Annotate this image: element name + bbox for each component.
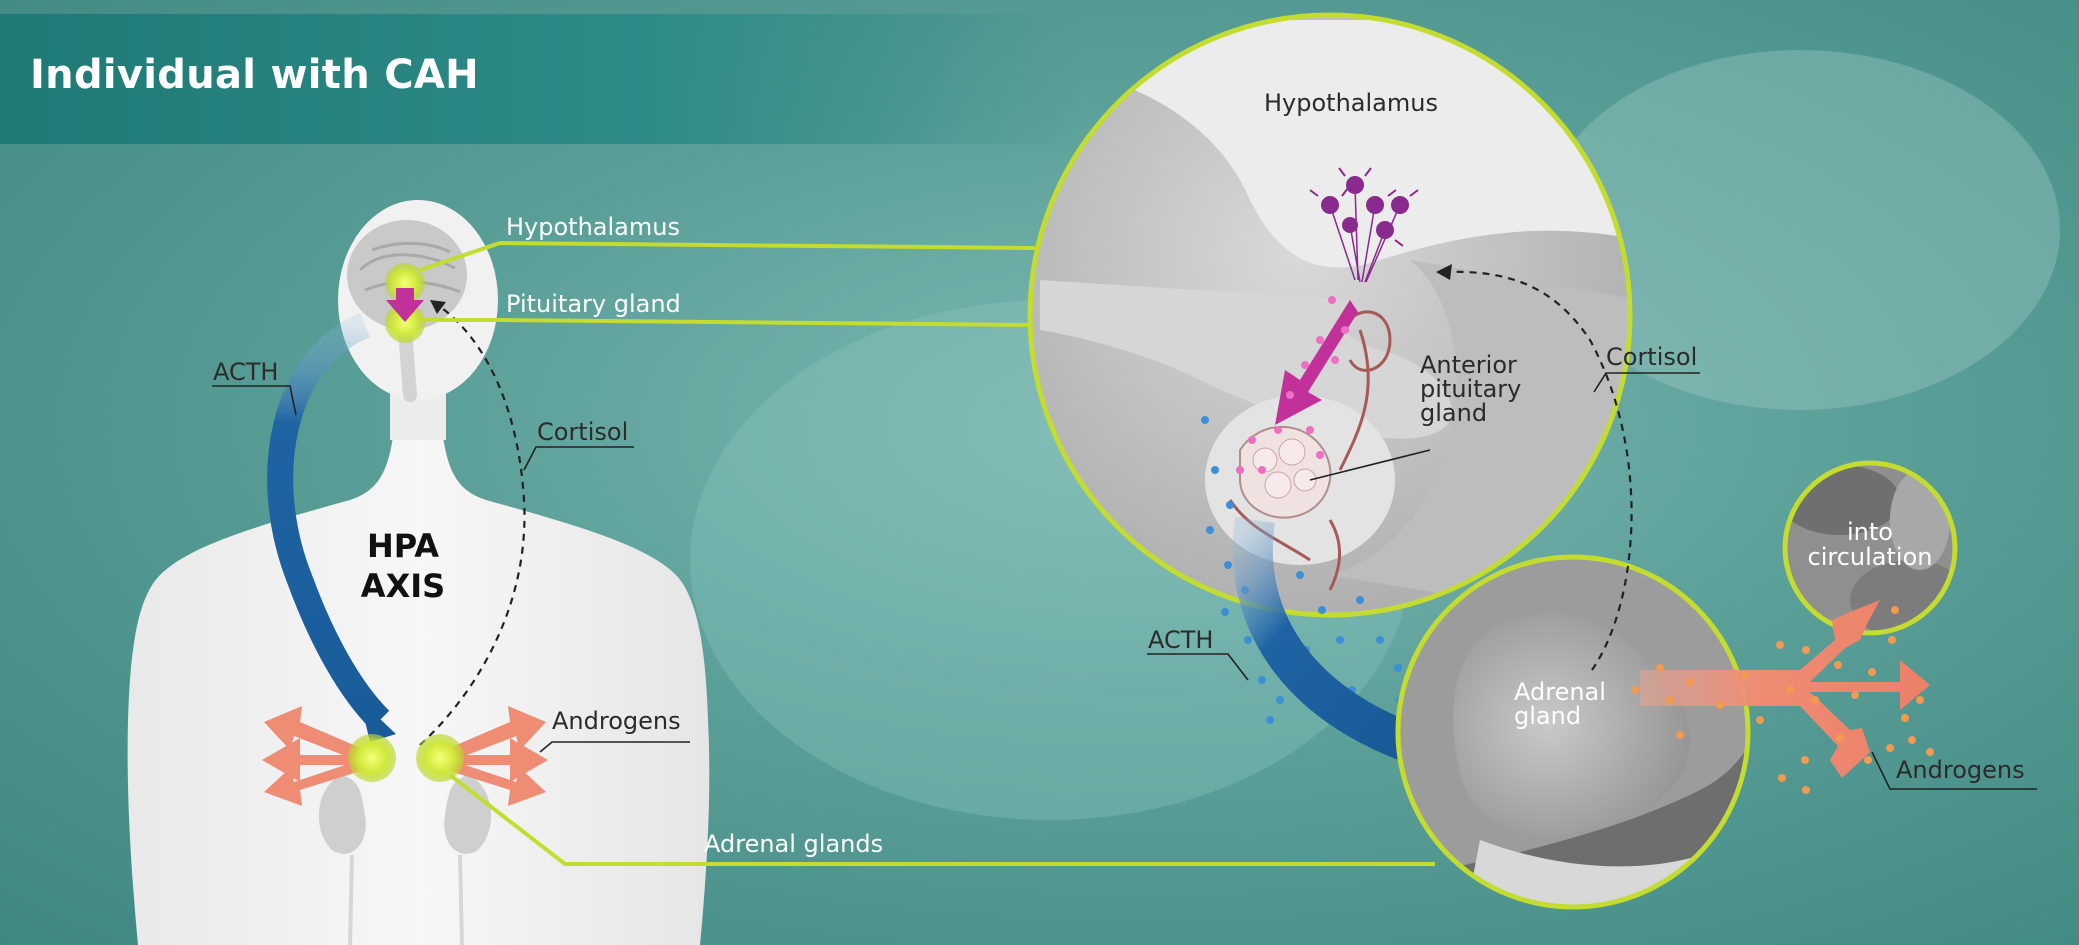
label-androgens-body: Androgens — [552, 707, 681, 735]
label-into-circulation: into circulation — [1790, 520, 1950, 570]
label-hypothalamus-body: Hypothalamus — [506, 213, 680, 241]
label-androgens-zoom: Androgens — [1896, 756, 2025, 784]
label-pituitary-body: Pituitary gland — [506, 290, 681, 318]
label-anterior-line-2: pituitary — [1420, 377, 1521, 401]
label-anterior-pituitary: Anterior pituitary gland — [1420, 353, 1521, 425]
label-circulation-line-1: into — [1790, 520, 1950, 545]
connector-hypothalamus — [420, 243, 1035, 270]
label-acth-zoom: ACTH — [1148, 626, 1213, 654]
leader-cortisol-body — [524, 447, 634, 470]
hpa-axis-label: HPA AXIS — [348, 526, 458, 606]
label-hypothalamus-zoom: Hypothalamus — [1264, 89, 1438, 117]
label-adrenal-gland-zoom: Adrenal gland — [1514, 680, 1606, 728]
zoom-adrenal-circle — [1398, 557, 1800, 945]
right-adrenal-dot — [416, 734, 464, 782]
label-anterior-line-3: gland — [1420, 401, 1521, 425]
label-acth-body: ACTH — [213, 358, 278, 386]
label-cortisol-body: Cortisol — [537, 418, 628, 446]
hpa-line-2: AXIS — [348, 566, 458, 606]
label-anterior-line-1: Anterior — [1420, 353, 1521, 377]
left-adrenal-dot — [348, 734, 396, 782]
label-cortisol-zoom: Cortisol — [1606, 343, 1697, 371]
torso — [128, 420, 710, 945]
label-circulation-line-2: circulation — [1790, 545, 1950, 570]
label-adrenal-line-1: Adrenal — [1514, 680, 1606, 704]
hpa-line-1: HPA — [348, 526, 458, 566]
label-adrenal-glands: Adrenal glands — [704, 830, 883, 858]
label-adrenal-line-2: gland — [1514, 704, 1606, 728]
